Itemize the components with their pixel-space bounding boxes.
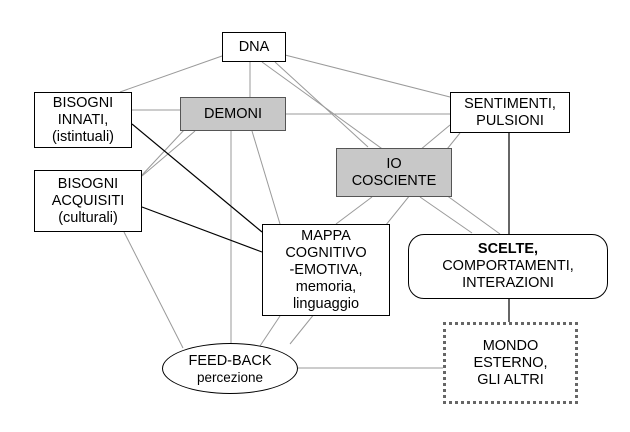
demoni-box: DEMONI (180, 97, 286, 131)
mappa-line-1: MAPPA (301, 227, 351, 244)
link-innati-mappa (131, 123, 263, 233)
sentimenti-line-2: PULSIONI (476, 112, 544, 129)
link-mappa-feedback (259, 315, 281, 347)
scelte-line-2: COMPORTAMENTI, (442, 258, 574, 274)
link-demoni-bisogni-acquisiti (141, 130, 196, 177)
bisogni-innati-box: BISOGNI INNATI, (istintuali) (34, 92, 132, 148)
bisogni-innati-line-3: (istintuali) (51, 128, 115, 145)
link-bisogni-acquisiti-feedback (123, 231, 184, 349)
sentimenti-box: SENTIMENTI, PULSIONI (450, 92, 570, 133)
feedback-line-2: percezione (196, 369, 264, 385)
scelte-line-3: INTERAZIONI (462, 275, 554, 291)
bisogni-acquisiti-line-3: (culturali) (58, 209, 118, 226)
scelte-box: SCELTE, COMPORTAMENTI, INTERAZIONI (408, 234, 608, 299)
link-io-mappa (335, 196, 373, 225)
mappa-line-2: COGNITIVO (285, 244, 367, 261)
mondo-box: MONDO ESTERNO, GLI ALTRI (443, 322, 578, 404)
bisogni-acquisiti-line-1: BISOGNI (57, 175, 119, 192)
io-cosciente-line-2: COSCIENTE (351, 172, 437, 189)
mondo-line-2: ESTERNO, (473, 354, 548, 371)
io-cosciente-box: IO COSCIENTE (336, 148, 452, 197)
bisogni-acquisiti-line-2: ACQUISITI (51, 192, 125, 209)
link-demoni-mappa (251, 130, 281, 225)
link-acquisiti-mappa (141, 206, 263, 253)
io-cosciente-line-1: IO (386, 155, 402, 172)
link-dna-sentimenti (284, 54, 451, 98)
demoni-label: DEMONI (204, 105, 262, 122)
bisogni-acquisiti-box: BISOGNI ACQUISITI (culturali) (34, 170, 142, 232)
feedback-ellipse: FEED-BACK percezione (162, 343, 298, 394)
bisogni-innati-line-2: INNATI, (57, 111, 109, 128)
mappa-line-4: memoria, (295, 278, 357, 295)
mondo-line-1: MONDO (482, 337, 539, 354)
mappa-line-3: -EMOTIVA, (289, 261, 363, 278)
link-bisogni-innati-acquisiti (141, 128, 186, 176)
dna-label: DNA (238, 38, 270, 55)
link-dna-bisogni-innati (119, 55, 223, 93)
mappa-box: MAPPA COGNITIVO -EMOTIVA, memoria, lingu… (262, 224, 390, 316)
mondo-line-3: GLI ALTRI (477, 371, 544, 388)
dna-box: DNA (222, 32, 286, 62)
link-io-sentimenti (419, 124, 451, 151)
link-io-scelte (419, 196, 473, 234)
sentimenti-line-1: SENTIMENTI, (464, 95, 556, 112)
mappa-line-5: linguaggio (292, 295, 360, 312)
scelte-line-1: SCELTE, (477, 241, 539, 257)
feedback-line-1: FEED-BACK (188, 352, 272, 369)
bisogni-innati-line-1: BISOGNI (52, 94, 114, 111)
